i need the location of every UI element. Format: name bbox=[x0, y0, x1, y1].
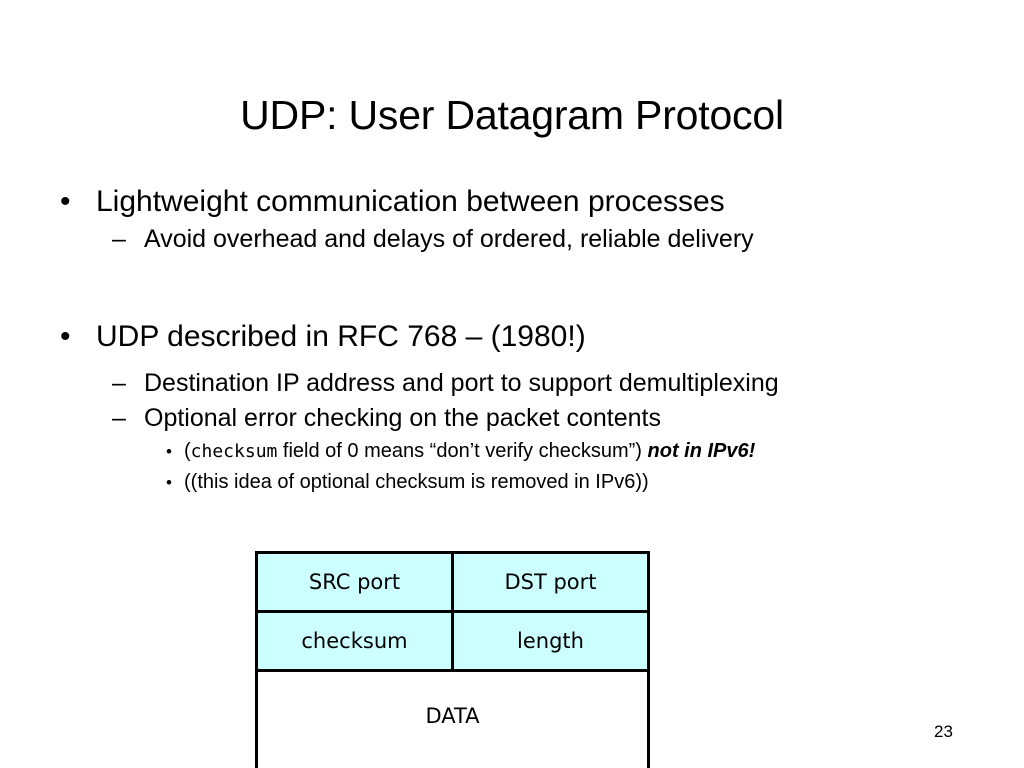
bullet-marker-level1: • bbox=[60, 320, 71, 353]
udp-packet-diagram: SRC port DST port checksum length DATA bbox=[255, 551, 650, 768]
page-title: UDP: User Datagram Protocol bbox=[240, 92, 784, 139]
bullet-text: Destination IP address and port to suppo… bbox=[144, 369, 779, 397]
packet-cell-length: length bbox=[451, 610, 650, 672]
bullet-text-open-paren: ( bbox=[184, 440, 191, 462]
checksum-term: checksum bbox=[190, 441, 278, 462]
bullet-text-middle: field of 0 means “don’t verify checksum”… bbox=[277, 440, 648, 462]
bullet-text: Optional error checking on the packet co… bbox=[144, 404, 661, 432]
bullet-level2-optional-error-checking: – Optional error checking on the packet … bbox=[0, 401, 1024, 436]
bullet-text: ((this idea of optional checksum is remo… bbox=[184, 471, 649, 493]
bullet-text: UDP described in RFC 768 – (1980!) bbox=[96, 320, 586, 353]
packet-row-checksum-length: checksum length bbox=[255, 610, 650, 672]
packet-cell-dst-port: DST port bbox=[451, 551, 650, 613]
bullet-group-spacer bbox=[0, 257, 1024, 317]
bullet-text: Avoid overhead and delays of ordered, re… bbox=[144, 225, 754, 253]
bullet-marker-level2: – bbox=[112, 404, 126, 432]
page-number: 23 bbox=[934, 722, 953, 741]
bullet-marker-level1: • bbox=[60, 185, 71, 218]
bullet-marker-level3: • bbox=[166, 442, 172, 461]
packet-cell-data: DATA bbox=[255, 669, 650, 768]
slide-body: • Lightweight communication between proc… bbox=[0, 182, 1024, 498]
emphasis-not-in-ipv6: not in IPv6! bbox=[647, 440, 756, 462]
packet-cell-checksum: checksum bbox=[255, 610, 454, 672]
bullet-spacer bbox=[0, 357, 1024, 366]
bullet-text: Lightweight communication between proces… bbox=[96, 185, 725, 218]
bullet-marker-level2: – bbox=[112, 369, 126, 397]
packet-cell-src-port: SRC port bbox=[255, 551, 454, 613]
bullet-level2-avoid-overhead: – Avoid overhead and delays of ordered, … bbox=[0, 222, 1024, 257]
bullet-level3-idea-removed: • ((this idea of optional checksum is re… bbox=[0, 467, 1024, 498]
bullet-level1-udp-rfc: • UDP described in RFC 768 – (1980!) bbox=[0, 317, 1024, 357]
bullet-level1-lightweight: • Lightweight communication between proc… bbox=[0, 182, 1024, 222]
packet-row-data: DATA bbox=[255, 669, 650, 768]
bullet-level3-checksum-field: • (checksum field of 0 means “don’t veri… bbox=[0, 436, 1024, 467]
bullet-level2-destination-ip: – Destination IP address and port to sup… bbox=[0, 366, 1024, 401]
bullet-marker-level2: – bbox=[112, 225, 126, 253]
packet-row-ports: SRC port DST port bbox=[255, 551, 650, 613]
bullet-marker-level3: • bbox=[166, 473, 172, 492]
